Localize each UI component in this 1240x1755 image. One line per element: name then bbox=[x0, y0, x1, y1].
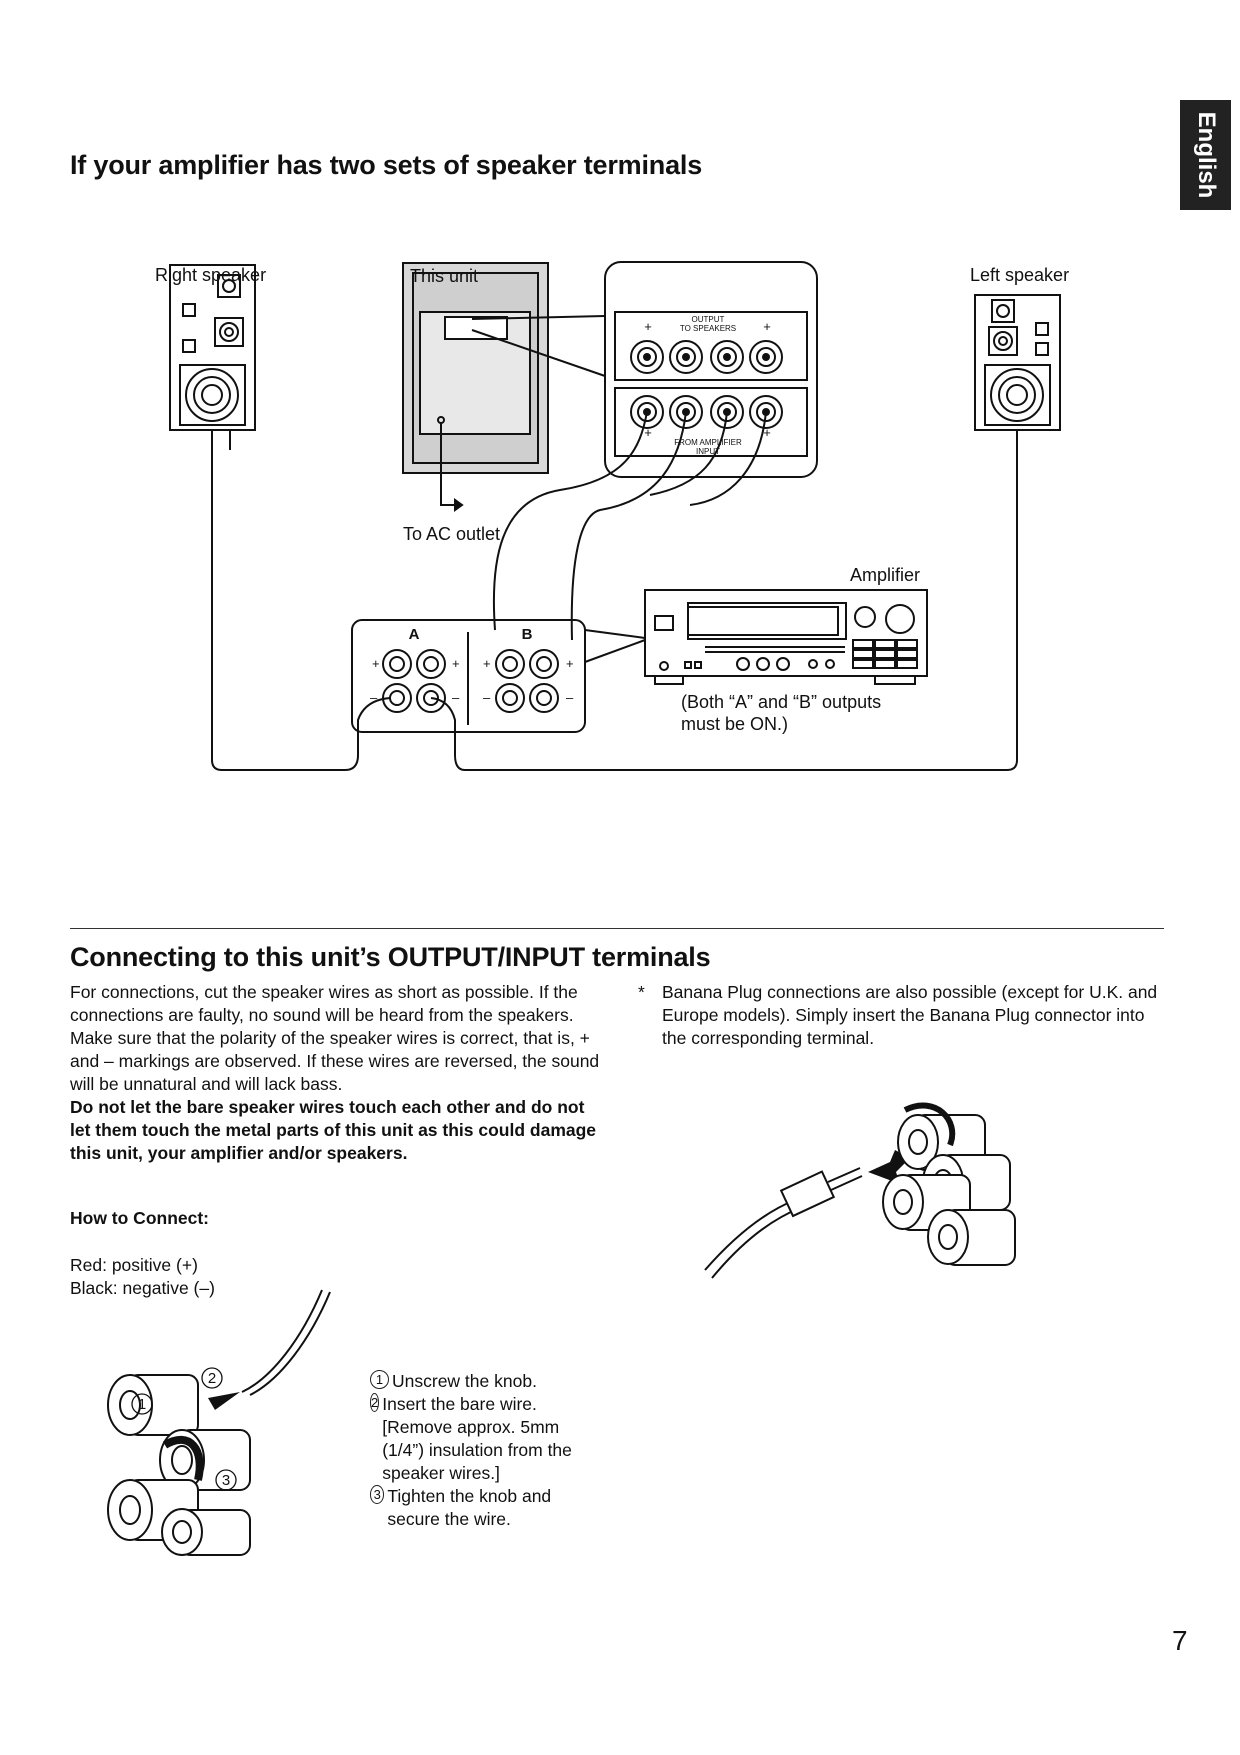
terminal-a-label: A bbox=[409, 626, 420, 643]
amplifier-icon bbox=[644, 589, 928, 685]
svg-text:2: 2 bbox=[208, 1370, 216, 1387]
binding-post-icon bbox=[107, 1374, 199, 1436]
binding-post-illustration: 2 1 3 bbox=[107, 1289, 331, 1556]
arrow-icon bbox=[208, 1392, 240, 1410]
svg-text:+: + bbox=[372, 656, 380, 671]
terminal-b-label: B bbox=[522, 626, 533, 643]
svg-text:–: – bbox=[452, 690, 460, 705]
step-text: Insert the bare wire. [Remove approx. 5m… bbox=[382, 1394, 572, 1483]
banana-plug-note: Banana Plug connections are also possibl… bbox=[662, 982, 1158, 1048]
svg-text:+: + bbox=[566, 656, 574, 671]
step-text: Unscrew the knob. bbox=[392, 1371, 537, 1391]
connection-paragraph: For connections, cut the speaker wires a… bbox=[70, 982, 600, 1094]
step-number: 1 bbox=[370, 1370, 389, 1389]
speaker-connection-diagram: OUTPUT TO SPEAKERS FROM AMPLIFIER INPUT … bbox=[169, 261, 1061, 771]
steps-list: 1 Unscrew the knob. 2 Insert the bare wi… bbox=[370, 1370, 600, 1531]
step-3: 3 Tighten the knob and secure the wire. bbox=[370, 1485, 600, 1531]
output-label: OUTPUT bbox=[692, 315, 725, 324]
svg-text:+: + bbox=[452, 656, 460, 671]
to-speakers-label: TO SPEAKERS bbox=[680, 324, 736, 333]
ab-note-line1: (Both “A” and “B” outputs bbox=[681, 692, 882, 712]
input-label: INPUT bbox=[696, 447, 720, 456]
step-2: 2 Insert the bare wire. [Remove approx. … bbox=[370, 1393, 600, 1485]
step-1: 1 Unscrew the knob. bbox=[370, 1370, 600, 1393]
instructions-column: For connections, cut the speaker wires a… bbox=[70, 981, 600, 1165]
svg-text:+: + bbox=[763, 425, 771, 440]
svg-text:–: – bbox=[566, 690, 574, 705]
left-speaker-icon bbox=[974, 294, 1061, 431]
step-number: 2 bbox=[370, 1393, 380, 1412]
page-number: 7 bbox=[1172, 1625, 1188, 1656]
svg-text:3: 3 bbox=[222, 1472, 230, 1489]
step-text: Tighten the knob and secure the wire. bbox=[387, 1486, 552, 1529]
rotate-arrow-icon bbox=[903, 1102, 956, 1147]
ab-note-line2: must be ON.) bbox=[681, 714, 789, 734]
how-to-connect-title: How to Connect: bbox=[70, 1208, 210, 1228]
this-unit-label: This unit bbox=[410, 266, 479, 286]
language-tab: English bbox=[1180, 100, 1231, 210]
from-amplifier-label: FROM AMPLIFIER bbox=[674, 438, 742, 447]
svg-text:–: – bbox=[483, 690, 491, 705]
svg-text:+: + bbox=[644, 425, 652, 440]
section-title-output-input: Connecting to this unit’s OUTPUT/INPUT t… bbox=[70, 942, 711, 972]
svg-text:+: + bbox=[483, 656, 491, 671]
amplifier-label: Amplifier bbox=[850, 565, 921, 585]
right-speaker-icon bbox=[169, 264, 256, 431]
svg-text:+: + bbox=[763, 319, 771, 334]
unit-terminal-panel bbox=[604, 261, 818, 478]
black-negative: Black: negative (–) bbox=[70, 1278, 215, 1298]
svg-text:+: + bbox=[644, 319, 652, 334]
this-unit-icon bbox=[402, 262, 549, 512]
warning-paragraph: Do not let the bare speaker wires touch … bbox=[70, 1097, 597, 1163]
svg-text:–: – bbox=[370, 690, 378, 705]
arrow-icon bbox=[868, 1150, 910, 1184]
right-speaker-label: Right speaker bbox=[155, 265, 267, 285]
banana-star: * bbox=[638, 982, 645, 1002]
step-number: 3 bbox=[370, 1485, 385, 1504]
ac-outlet-label: To AC outlet bbox=[403, 524, 501, 544]
amplifier-ab-terminals bbox=[351, 619, 586, 733]
left-speaker-label: Left speaker bbox=[970, 265, 1070, 285]
rotate-arrow-icon bbox=[162, 1436, 204, 1481]
banana-plug-illustration bbox=[704, 1102, 1016, 1279]
binding-post-icon bbox=[161, 1508, 251, 1556]
binding-post-icon bbox=[927, 1209, 1016, 1266]
red-positive: Red: positive (+) bbox=[70, 1255, 198, 1275]
section-title-two-sets: If your amplifier has two sets of speake… bbox=[70, 150, 703, 180]
svg-text:1: 1 bbox=[138, 1396, 146, 1413]
language-tab-label: English bbox=[1192, 111, 1220, 199]
section-divider bbox=[70, 928, 1164, 929]
